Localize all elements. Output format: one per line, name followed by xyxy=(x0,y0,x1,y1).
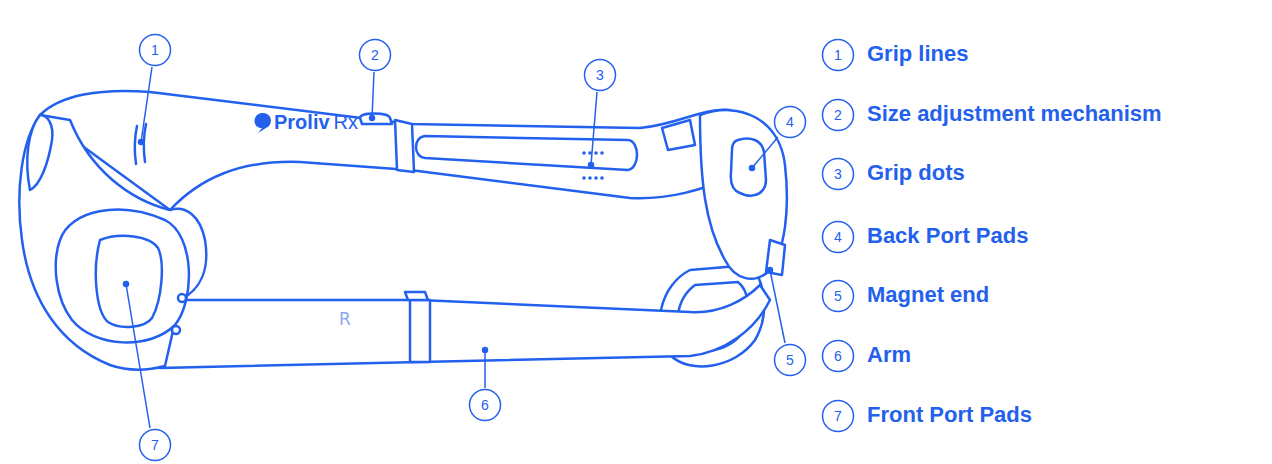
arm-slider-tab xyxy=(405,292,428,300)
top-band xyxy=(40,91,740,210)
grip-dot xyxy=(600,151,604,155)
grip-dot xyxy=(588,176,592,180)
callout-number: 7 xyxy=(821,399,855,433)
leader-line xyxy=(126,284,150,428)
front-arm xyxy=(160,285,770,368)
arm-slider xyxy=(410,300,430,362)
callout-circle: 1 xyxy=(138,33,172,67)
leader-line xyxy=(141,67,152,142)
callout-circle: 4 xyxy=(773,105,807,139)
callout-circle: 6 xyxy=(821,339,855,373)
callout-number: 5 xyxy=(821,279,855,313)
left-end-cap xyxy=(27,115,52,190)
leader-line xyxy=(372,72,374,118)
callout-circle: 5 xyxy=(821,279,855,313)
indicator-dot xyxy=(172,326,180,334)
brand-suffix: Rx xyxy=(334,111,358,134)
side-mark: R xyxy=(339,309,351,329)
slot-tab xyxy=(662,120,695,150)
grip-dot xyxy=(594,151,598,155)
part-name: Magnet end xyxy=(867,282,989,308)
leader-dot xyxy=(139,140,144,145)
leader-line xyxy=(770,270,785,343)
leader-line xyxy=(752,137,778,168)
part-name: Front Port Pads xyxy=(867,402,1032,428)
leader-line xyxy=(484,350,486,388)
callout-circle: 4 xyxy=(821,220,855,254)
indicator-dot xyxy=(178,294,186,302)
callout-number: 5 xyxy=(773,343,807,377)
callout-circle: 3 xyxy=(821,157,855,191)
part-name: Size adjustment mechanism xyxy=(867,101,1162,127)
callout-number: 3 xyxy=(583,58,617,92)
part-name: Arm xyxy=(867,342,911,368)
band-slider xyxy=(395,120,414,172)
band-slider-tab xyxy=(360,114,392,125)
magnet-end xyxy=(766,240,785,275)
callout-number: 2 xyxy=(821,98,855,132)
band-slot xyxy=(416,136,637,170)
part-name: Grip dots xyxy=(867,160,965,186)
right-pad-housing xyxy=(700,110,787,279)
callout-circle: 7 xyxy=(821,399,855,433)
callout-number: 7 xyxy=(138,428,172,462)
callout-number: 1 xyxy=(138,33,172,67)
callout-circle: 2 xyxy=(821,98,855,132)
leader-dot xyxy=(750,166,755,171)
part-name: Back Port Pads xyxy=(867,223,1028,249)
grip-dot xyxy=(594,176,598,180)
callout-circle: 7 xyxy=(138,428,172,462)
brand-name: Proliv xyxy=(274,111,330,134)
callout-circle: 6 xyxy=(468,388,502,422)
leader-dot xyxy=(370,116,375,121)
back-port-pad xyxy=(731,139,766,196)
grip-dot xyxy=(582,176,586,180)
front-port-pad xyxy=(96,236,162,327)
callout-number: 4 xyxy=(821,220,855,254)
callout-circle: 3 xyxy=(583,58,617,92)
leader-dot xyxy=(589,163,594,168)
grip-line xyxy=(135,126,137,164)
part-name: Grip lines xyxy=(867,41,968,67)
grip-dots xyxy=(582,151,604,180)
leader-dot xyxy=(768,268,773,273)
brand-wordmark: ProlivRx xyxy=(274,111,358,134)
leader-dot xyxy=(483,348,488,353)
callout-number: 3 xyxy=(821,157,855,191)
callout-circle: 1 xyxy=(821,38,855,72)
callout-number: 2 xyxy=(358,38,392,72)
callout-number: 6 xyxy=(468,388,502,422)
leader-line xyxy=(591,92,597,165)
callout-number: 4 xyxy=(773,105,807,139)
callout-number: 1 xyxy=(821,38,855,72)
leader-dot xyxy=(124,282,129,287)
callout-circle: 2 xyxy=(358,38,392,72)
brand-logo xyxy=(255,113,271,133)
grip-dot xyxy=(582,151,586,155)
front-pad-ring xyxy=(56,210,189,343)
callout-number: 6 xyxy=(821,339,855,373)
grip-dot xyxy=(600,176,604,180)
callout-circle: 5 xyxy=(773,343,807,377)
left-end xyxy=(19,115,206,370)
